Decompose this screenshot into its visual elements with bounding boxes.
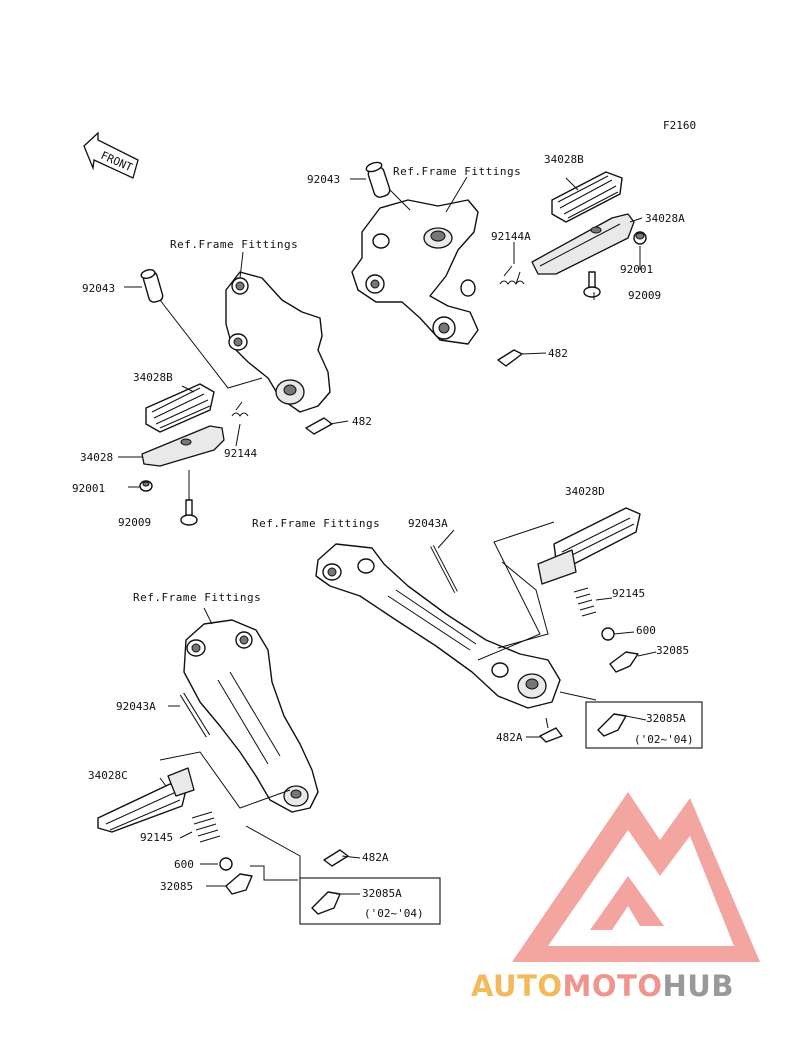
ref-frame-fittings-middle: Ref.Frame Fittings: [252, 517, 380, 530]
label-92144: 92144: [224, 447, 257, 460]
nut-92001-top: [633, 231, 647, 245]
bracket-plate-left: [225, 271, 331, 413]
label-92001-top: 92001: [620, 263, 653, 276]
label-92144A: 92144A: [491, 230, 531, 243]
watermark-moto: MOTO: [563, 969, 663, 1003]
label-32085-bottom: 32085: [160, 880, 193, 893]
top-bracket-assembly: [350, 161, 647, 367]
spring-92145-right: [573, 587, 597, 617]
ball-600-bottom: [219, 857, 233, 871]
footpeg-34028C: [97, 767, 195, 833]
label-92043A-bottom: 92043A: [116, 700, 156, 713]
bolt-92009-top: [583, 271, 601, 298]
bracket-plate-top: [351, 199, 479, 345]
label-600-bottom: 600: [174, 858, 194, 871]
watermark-hub: HUB: [663, 969, 734, 1003]
label-92145-bottom: 92145: [140, 831, 173, 844]
footpeg-34028: [141, 425, 225, 467]
years-bottom: ('02~'04): [364, 907, 424, 920]
watermark-triangle-logo-icon: [512, 792, 760, 962]
detent-32085A-bottom: [311, 891, 341, 915]
label-34028: 34028: [80, 451, 113, 464]
footpeg-34028A: [531, 213, 635, 275]
footpeg-34028D: [537, 507, 641, 585]
nut-92001-left: [139, 480, 153, 492]
diagram-code: F2160: [663, 119, 696, 132]
clip-482-left: [305, 417, 333, 435]
label-482A-bottom: 482A: [362, 851, 389, 864]
label-34028B-left: 34028B: [133, 371, 173, 384]
label-482-top: 482: [548, 347, 568, 360]
ball-600-right: [601, 627, 615, 641]
ref-frame-fittings-top: Ref.Frame Fittings: [393, 165, 521, 178]
ref-frame-fittings-bottom: Ref.Frame Fittings: [133, 591, 261, 604]
pin-92043A-mid: [430, 545, 458, 593]
spring-92144A: [499, 265, 525, 285]
pin-92043-left: [140, 268, 164, 303]
label-32085A-right: 32085A: [646, 712, 686, 725]
label-600-right: 600: [636, 624, 656, 637]
detent-32085-bottom: [225, 873, 253, 895]
label-34028C: 34028C: [88, 769, 128, 782]
ref-frame-fittings-left: Ref.Frame Fittings: [170, 238, 298, 251]
label-482A-mid: 482A: [496, 731, 523, 744]
label-34028D: 34028D: [565, 485, 605, 498]
label-92043A-mid: 92043A: [408, 517, 448, 530]
years-right: ('02~'04): [634, 733, 694, 746]
rubber-34028B-top: [551, 171, 623, 223]
label-92009-left: 92009: [118, 516, 151, 529]
bolt-92009-left: [180, 499, 198, 526]
middle-bracket-assembly: [315, 507, 703, 749]
rubber-34028B-left: [145, 383, 215, 433]
label-92001-left: 92001: [72, 482, 105, 495]
label-92009-top: 92009: [628, 289, 661, 302]
label-32085A-bottom: 32085A: [362, 887, 402, 900]
pin-92043A-bottom: [179, 692, 211, 738]
left-bracket-assembly: [118, 251, 349, 526]
detent-32085-right: [609, 651, 639, 673]
label-92043-left: 92043: [82, 282, 115, 295]
automotohub-watermark: AUTOMOTOHUB: [471, 792, 760, 1003]
clip-482A-mid: [539, 727, 563, 743]
pin-92043-top: [365, 161, 391, 198]
front-arrow-icon: FRONT: [83, 131, 139, 179]
watermark-text: AUTOMOTOHUB: [471, 969, 734, 1003]
spring-92145-bottom: [191, 811, 221, 843]
clip-482A-bottom: [323, 849, 349, 867]
label-34028B-top: 34028B: [544, 153, 584, 166]
label-34028A: 34028A: [645, 212, 685, 225]
watermark-auto: AUTO: [471, 969, 563, 1003]
box-32085A-right: [585, 701, 703, 749]
detent-32085A-right: [597, 713, 627, 737]
label-482-left: 482: [352, 415, 372, 428]
bracket-plate-bottom: [183, 619, 319, 813]
clip-482-top: [497, 349, 523, 367]
bottom-bracket-assembly: [97, 607, 441, 925]
spring-92144: [231, 401, 249, 417]
label-32085-right: 32085: [656, 644, 689, 657]
label-92043-top: 92043: [307, 173, 340, 186]
label-92145-right: 92145: [612, 587, 645, 600]
